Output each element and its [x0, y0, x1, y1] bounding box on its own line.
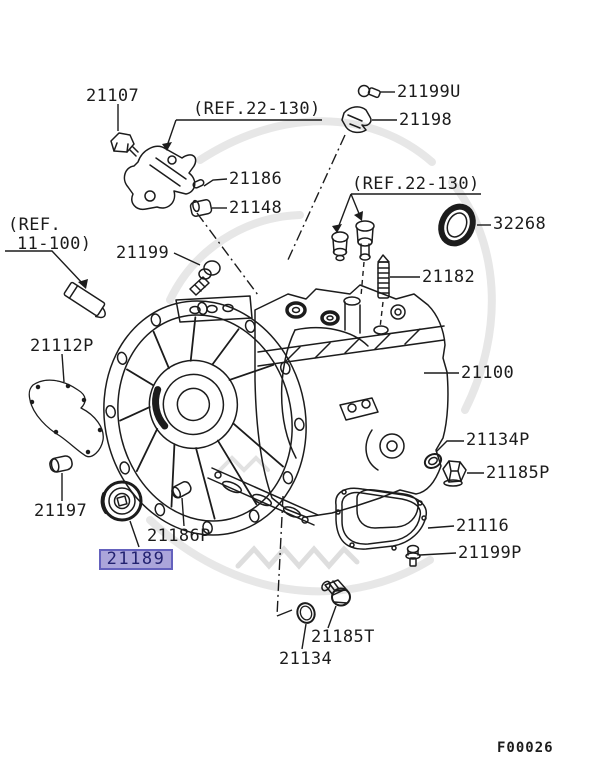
part-label-21198[interactable]: 21198	[399, 110, 453, 130]
part-label-21199[interactable]: 21199	[116, 243, 170, 263]
gasket-icon-21112p	[28, 379, 104, 458]
clip-icon-21198	[341, 106, 372, 134]
sealant-tube-icon	[63, 281, 106, 319]
part-label-21186p[interactable]: 21186P	[147, 526, 211, 546]
part-label-21199p[interactable]: 21199P	[458, 543, 522, 563]
mount-bracket-icon	[123, 145, 197, 211]
part-label-21186[interactable]: 21186	[229, 169, 283, 189]
part-label-21197[interactable]: 21197	[34, 501, 88, 521]
ref-label-22-130-top: (REF.22-130)	[193, 99, 321, 119]
part-label-21148[interactable]: 21148	[229, 198, 283, 218]
ref-label-22-130-middle: (REF.22-130)	[352, 174, 480, 194]
watermark-graphic	[146, 117, 496, 596]
washer-icon-21134p	[423, 453, 443, 469]
oil-seal-icon-21189	[100, 480, 143, 522]
dowel-icon-21197	[49, 455, 73, 473]
bushing-icon-21148	[189, 199, 213, 217]
part-label-21185p[interactable]: 21185P	[486, 463, 550, 483]
plug-icon-21185p	[442, 460, 467, 487]
part-label-21134p[interactable]: 21134P	[466, 430, 530, 450]
bolt-icon-21199	[189, 260, 221, 296]
highlighted-part-box[interactable]: 21189	[99, 549, 173, 570]
plug-icon-21107	[110, 132, 139, 157]
transmission-case	[103, 284, 449, 536]
part-label-21185t[interactable]: 21185T	[311, 627, 375, 647]
drain-plug-icon-21185t	[321, 579, 351, 607]
ref-label-11-100-line1: (REF.	[8, 215, 62, 235]
part-label-21134[interactable]: 21134	[279, 649, 333, 669]
seal-ring-icon-32268	[438, 203, 476, 247]
bolt-icon-21199u	[357, 84, 381, 99]
part-label-21112p[interactable]: 21112P	[30, 336, 94, 356]
part-label-21199u[interactable]: 21199U	[397, 82, 461, 102]
part-label-21107[interactable]: 21107	[86, 86, 140, 106]
bolt-icon-21199p	[405, 544, 421, 567]
part-label-32268[interactable]: 32268	[493, 214, 547, 234]
figure-code: F00026	[497, 740, 554, 756]
dowel-icon-21186p	[171, 481, 192, 499]
pin-icon-21186	[192, 178, 205, 189]
ref-label-11-100-line2: 11-100)	[17, 234, 92, 254]
arrowheads	[78, 142, 363, 289]
part-label-21182[interactable]: 21182	[422, 267, 476, 287]
part-label-21116[interactable]: 21116	[456, 516, 510, 536]
o-ring-icon-21134	[296, 602, 316, 624]
breather-cap-icons	[331, 220, 375, 262]
stud-icon-21182	[377, 254, 390, 299]
leader-lines	[5, 91, 491, 650]
oil-pan-21116	[335, 487, 428, 551]
part-label-21100[interactable]: 21100	[461, 363, 515, 383]
